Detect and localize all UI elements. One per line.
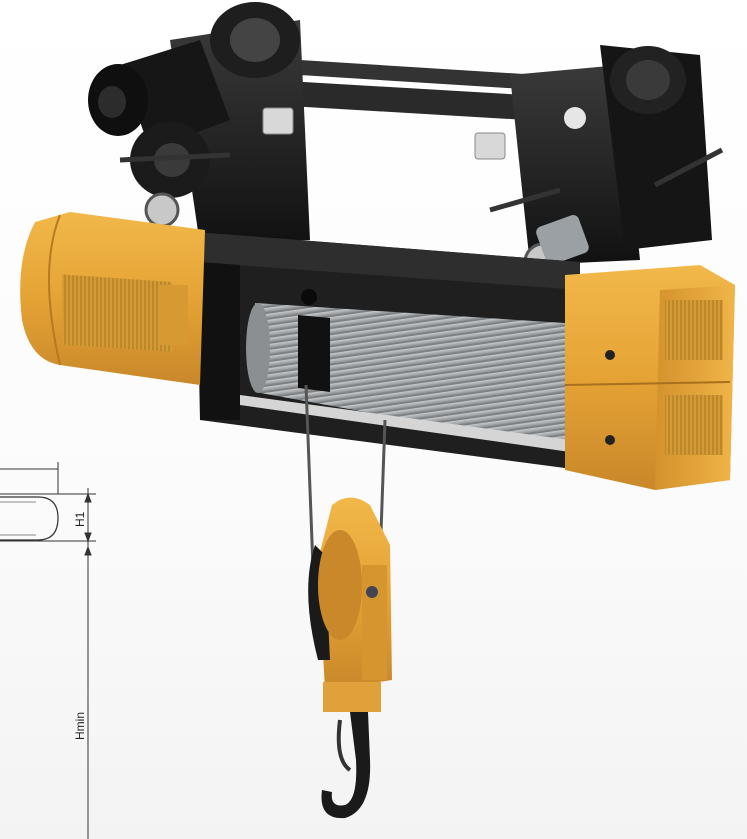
main-motor xyxy=(20,212,206,385)
gearbox-housing xyxy=(564,265,735,490)
trolley-frame xyxy=(88,2,724,282)
dim-h1-label: H1 xyxy=(73,511,87,527)
dim-hmin-label: Hmin xyxy=(73,712,87,740)
hook-block xyxy=(308,497,392,819)
dimension-drawing xyxy=(0,462,96,839)
hoist-housing xyxy=(196,232,580,470)
